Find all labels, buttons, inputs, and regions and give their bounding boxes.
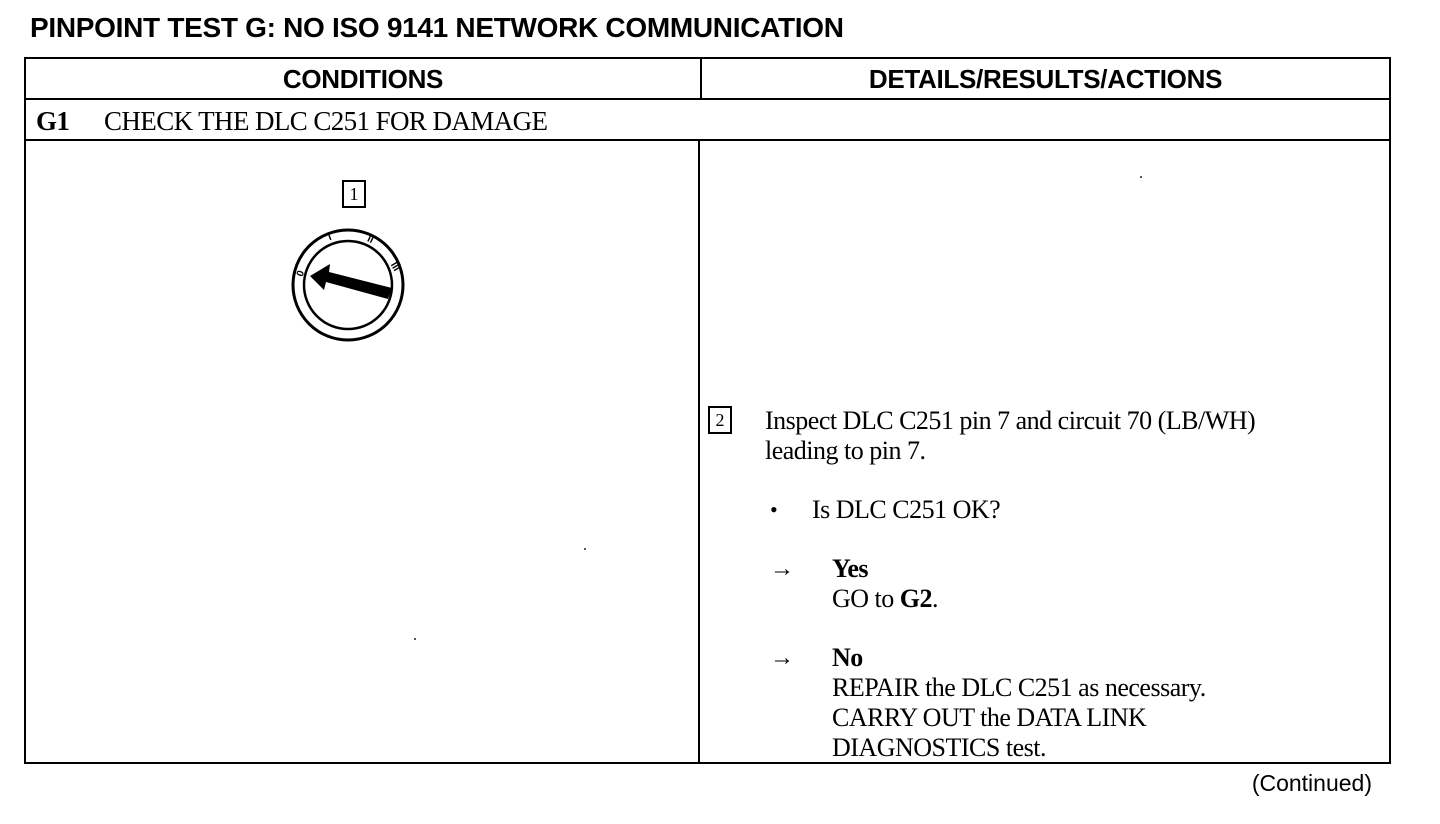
column-divider-body: [698, 141, 700, 762]
scan-speck: [1140, 176, 1142, 178]
no-arrow-icon: →: [770, 645, 794, 671]
detail-badge: 2: [708, 406, 732, 434]
instruction-line-2: leading to pin 7.: [765, 436, 926, 465]
switch-position-2: II: [365, 234, 375, 246]
no-label: No: [832, 643, 863, 672]
switch-position-1: I: [327, 232, 334, 243]
conditions-header: CONDITIONS: [282, 64, 444, 94]
condition-badge: 1: [342, 180, 366, 208]
switch-key-pointer: [310, 264, 392, 299]
scan-speck: [584, 548, 586, 550]
yes-label: Yes: [832, 554, 869, 583]
details-header: DETAILS/RESULTS/ACTIONS: [868, 64, 1223, 94]
yes-branch: Yes GO to G2.: [832, 554, 939, 614]
ignition-switch-icon: 0 I II III: [291, 228, 405, 342]
step-divider: [26, 139, 1389, 141]
yes-action-suffix: .: [932, 584, 939, 613]
scan-speck: [414, 638, 416, 640]
step-row: G1 CHECK THE DLC C251 FOR DAMAGE: [36, 102, 548, 141]
page-title: PINPOINT TEST G: NO ISO 9141 NETWORK COM…: [30, 12, 844, 43]
no-action-line-3: DIAGNOSTICS test.: [832, 733, 1046, 762]
yes-action-target: G2: [899, 584, 933, 613]
no-branch: No REPAIR the DLC C251 as necessary. CAR…: [832, 643, 1206, 763]
yes-arrow-icon: →: [770, 556, 794, 582]
no-action-line-1: REPAIR the DLC C251 as necessary.: [832, 673, 1206, 702]
switch-position-0: 0: [295, 269, 307, 278]
step-id: G1: [36, 106, 70, 136]
header-divider: [26, 98, 1389, 100]
yes-action-prefix: GO to: [832, 584, 900, 613]
yes-action: GO to G2.: [832, 584, 939, 614]
pinpoint-test-table: CONDITIONS DETAILS/RESULTS/ACTIONS G1 CHE…: [24, 57, 1391, 764]
instruction-text: Inspect DLC C251 pin 7 and circuit 70 (L…: [765, 406, 1375, 466]
no-action-line-2: CARRY OUT the DATA LINK: [832, 703, 1147, 732]
question-text: Is DLC C251 OK?: [812, 495, 1001, 524]
column-divider: [700, 59, 702, 100]
instruction-line-1: Inspect DLC C251 pin 7 and circuit 70 (L…: [765, 406, 1256, 435]
continued-note: (Continued): [1251, 770, 1372, 796]
question-bullet: •: [770, 497, 778, 522]
step-label: CHECK THE DLC C251 FOR DAMAGE: [104, 106, 548, 136]
